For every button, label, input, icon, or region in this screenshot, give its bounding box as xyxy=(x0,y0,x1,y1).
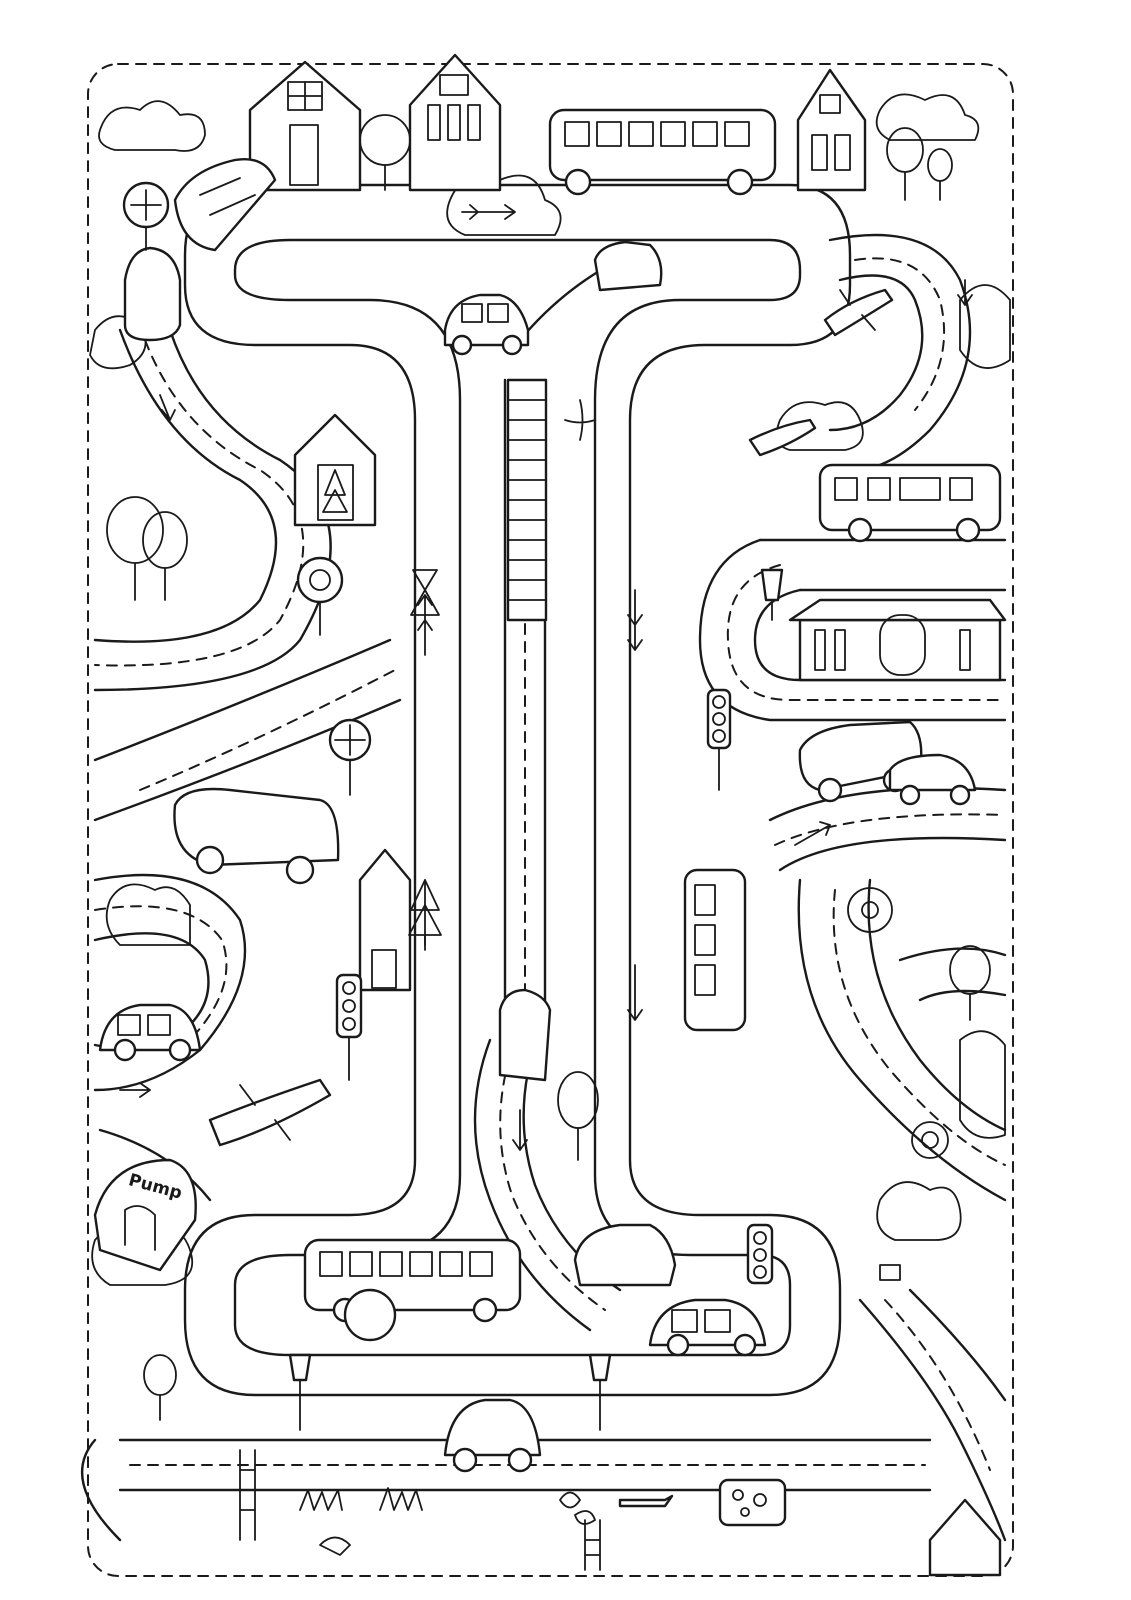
car-icon xyxy=(98,1003,202,1062)
car-icon xyxy=(173,787,340,885)
car-icon xyxy=(443,1398,542,1473)
lane-dashes xyxy=(94,257,1006,1471)
bus-icon xyxy=(548,108,777,196)
car-icon xyxy=(573,1223,677,1287)
house-icon xyxy=(788,598,1007,682)
house-icon xyxy=(293,413,377,527)
car-icon xyxy=(648,1298,767,1357)
background-bushes xyxy=(89,93,1011,1286)
car-icon xyxy=(123,246,182,342)
stop-sign-icon xyxy=(122,181,170,251)
car-icon xyxy=(498,988,552,1082)
car-icon xyxy=(173,158,277,252)
car-icon xyxy=(593,240,663,292)
house-icon xyxy=(358,848,412,992)
arrow-icon xyxy=(119,204,973,1151)
bus-icon xyxy=(506,378,548,622)
bus-icon xyxy=(683,868,747,1032)
tree-icon xyxy=(106,114,991,1421)
dashed-border xyxy=(87,63,1014,1577)
car-icon xyxy=(888,753,977,806)
decorations xyxy=(239,399,949,1571)
street-lamp-icon xyxy=(288,568,784,1431)
bus-icon xyxy=(818,463,1002,543)
house-icon xyxy=(248,60,362,192)
bus-icon xyxy=(303,1238,522,1323)
airplane-icon xyxy=(208,288,894,1508)
car-icon xyxy=(443,293,530,356)
central-road-loop xyxy=(183,183,852,1397)
stop-sign-icon xyxy=(328,718,372,796)
house-icon xyxy=(928,1498,1002,1577)
traffic-light-icon xyxy=(706,688,732,791)
house-icon xyxy=(408,53,502,192)
traffic-light-icon xyxy=(335,973,363,1081)
pump-sign: Pump xyxy=(93,1158,197,1272)
traffic-light-icon xyxy=(746,1223,774,1285)
stop-sign-icon xyxy=(296,556,344,636)
house-icon xyxy=(796,68,867,192)
